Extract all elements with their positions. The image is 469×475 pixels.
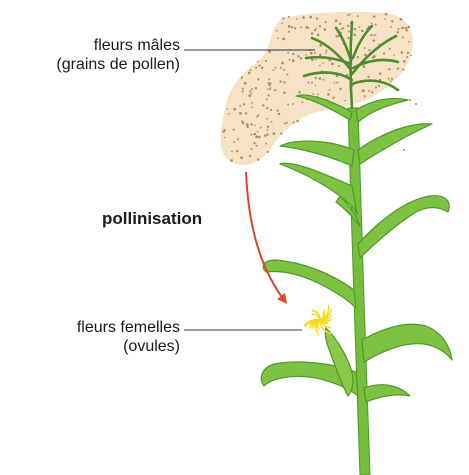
male-flowers-label: fleurs mâles (grains de pollen): [40, 36, 180, 74]
female-flowers-subtitle: (ovules): [40, 337, 180, 356]
female-flowers-title: fleurs femelles: [40, 318, 180, 337]
pollination-label: pollinisation: [102, 209, 202, 228]
ear-husk: [325, 328, 353, 396]
male-flowers-title: fleurs mâles: [40, 36, 180, 55]
female-flowers-label: fleurs femelles (ovules): [40, 318, 180, 356]
pollination-arrow: [246, 172, 284, 300]
male-flowers-subtitle: (grains de pollen): [40, 55, 180, 74]
